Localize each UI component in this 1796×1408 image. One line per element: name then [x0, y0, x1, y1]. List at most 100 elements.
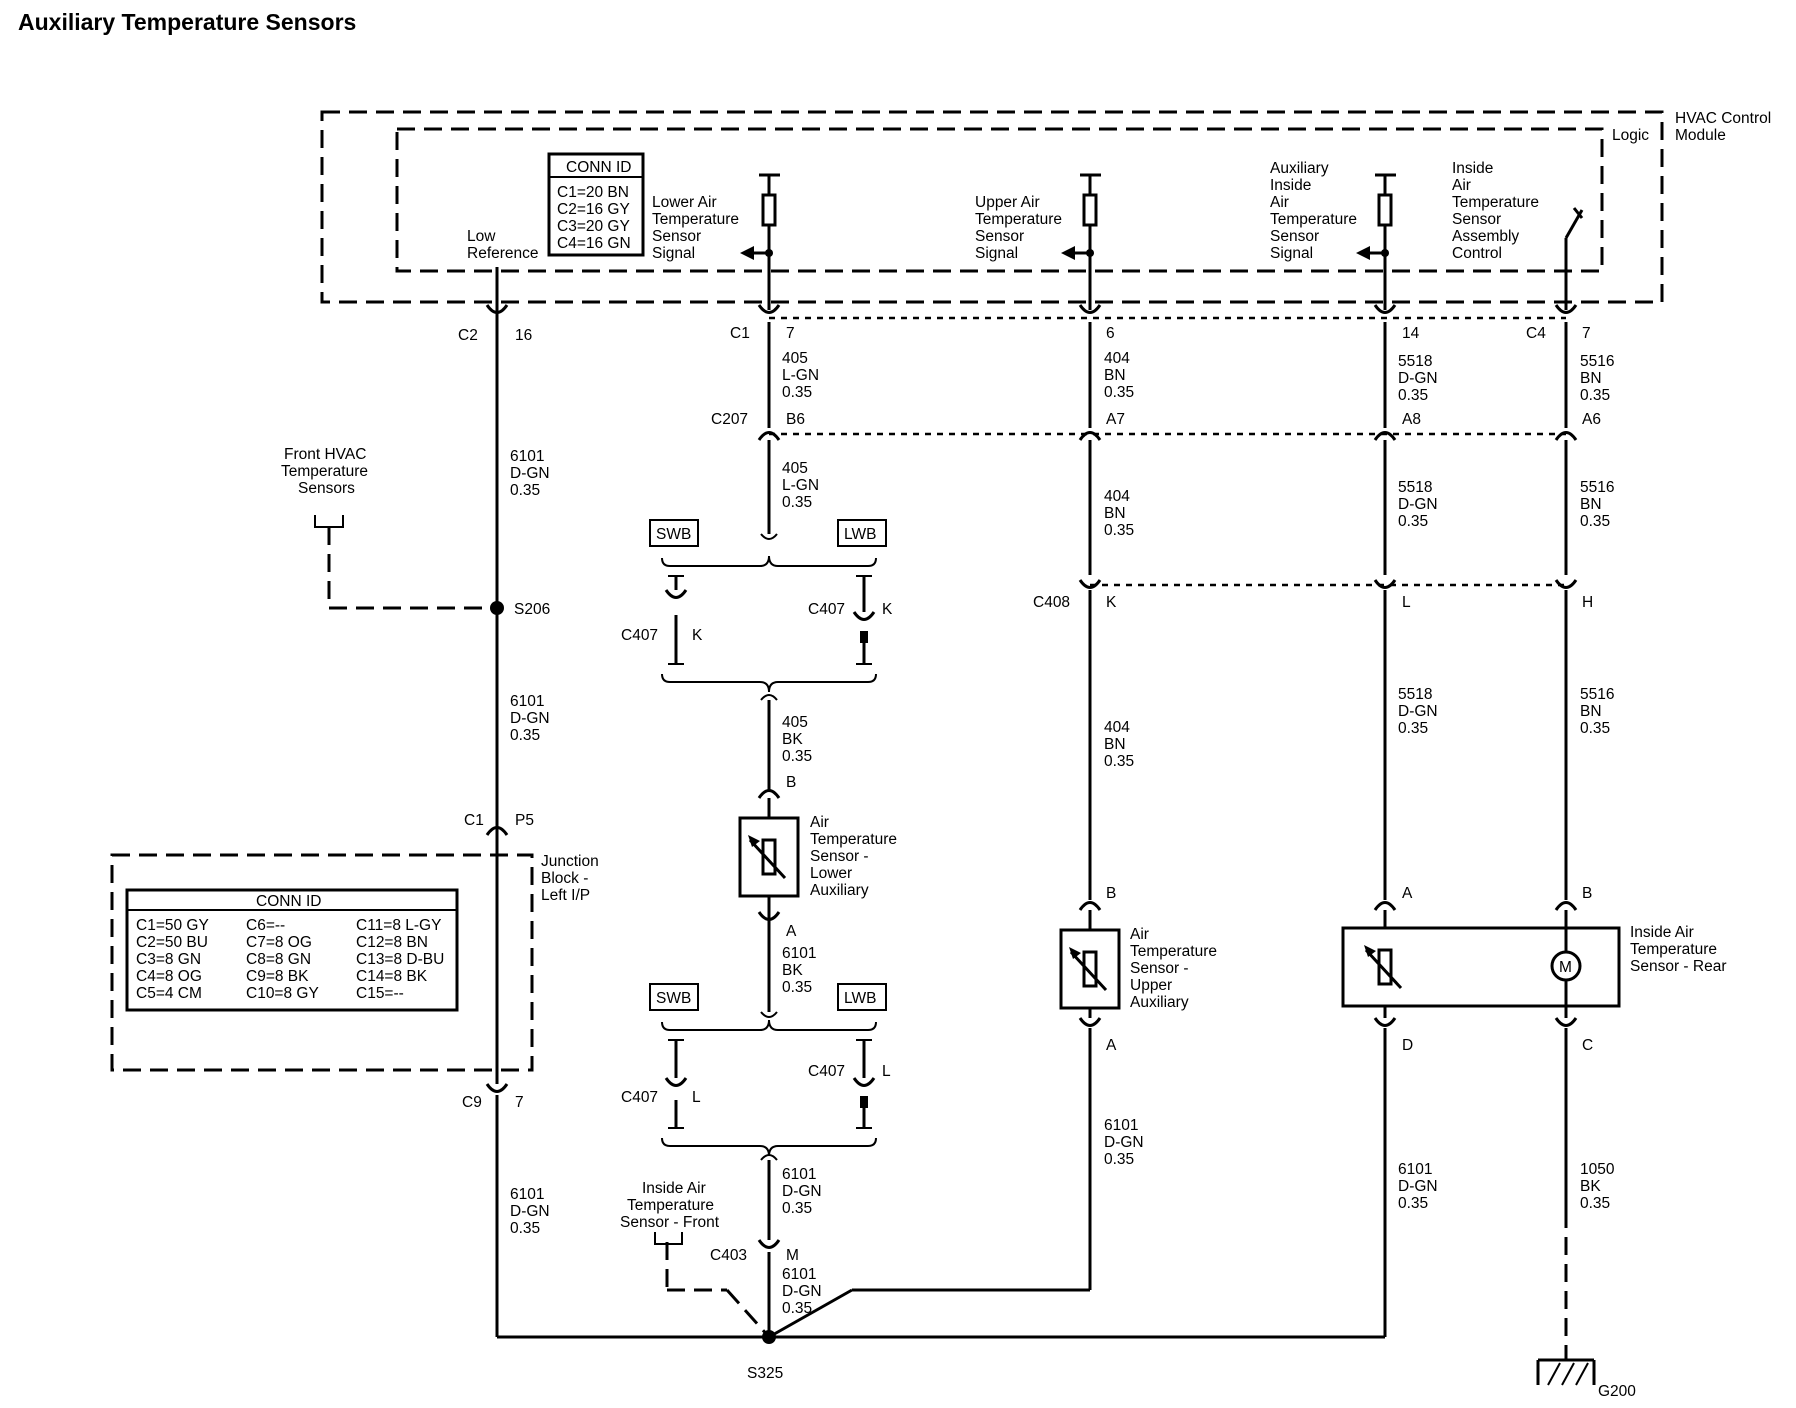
- svg-text:D-GN: D-GN: [1398, 1178, 1438, 1195]
- svg-text:C207: C207: [711, 411, 748, 428]
- svg-text:P5: P5: [515, 812, 534, 829]
- svg-text:6101: 6101: [1398, 1161, 1432, 1178]
- module-conn-id-header: CONN ID: [566, 159, 631, 176]
- svg-text:0.35: 0.35: [1104, 384, 1134, 401]
- svg-text:L: L: [882, 1063, 891, 1080]
- svg-text:C2: C2: [458, 327, 478, 344]
- connector-pins: [485, 304, 1578, 1249]
- svg-text:Signal: Signal: [1270, 245, 1313, 262]
- junction-block-outline: [110, 853, 534, 1072]
- svg-text:C407: C407: [621, 627, 658, 644]
- svg-text:6101: 6101: [510, 693, 544, 710]
- junction-conn-id-header: CONN ID: [256, 893, 321, 910]
- svg-text:0.35: 0.35: [1580, 1195, 1610, 1212]
- svg-text:Assembly: Assembly: [1452, 228, 1519, 245]
- svg-text:L: L: [1402, 594, 1411, 611]
- svg-text:D: D: [1402, 1037, 1413, 1054]
- junction-block-label: Junction Block - Left I/P: [541, 853, 599, 904]
- svg-text:6101: 6101: [782, 945, 816, 962]
- svg-text:16: 16: [515, 327, 532, 344]
- svg-text:0.35: 0.35: [1580, 513, 1610, 530]
- svg-text:H: H: [1582, 594, 1593, 611]
- hvac-module-outline: [320, 110, 1664, 304]
- svg-text:Sensor -: Sensor -: [810, 848, 869, 865]
- svg-text:C12=8 BN: C12=8 BN: [356, 934, 428, 951]
- svg-text:Air: Air: [1452, 177, 1471, 194]
- svg-text:Air: Air: [1270, 194, 1289, 211]
- svg-text:6101: 6101: [510, 448, 544, 465]
- svg-text:Sensor: Sensor: [1452, 211, 1501, 228]
- svg-text:BN: BN: [1580, 703, 1602, 720]
- svg-text:S325: S325: [747, 1365, 783, 1382]
- svg-text:L-GN: L-GN: [782, 477, 819, 494]
- svg-text:7: 7: [1582, 325, 1591, 342]
- svg-text:C5=4 CM: C5=4 CM: [136, 985, 202, 1002]
- svg-text:A8: A8: [1402, 411, 1421, 428]
- svg-text:M: M: [786, 1247, 799, 1264]
- svg-text:C407: C407: [808, 1063, 845, 1080]
- svg-text:C15=--: C15=--: [356, 985, 404, 1002]
- svg-text:6101: 6101: [510, 1186, 544, 1203]
- splice-s206: [490, 601, 504, 615]
- svg-text:D-GN: D-GN: [1104, 1134, 1144, 1151]
- module-internal-circuits: [740, 173, 1584, 310]
- svg-text:Inside: Inside: [1452, 160, 1493, 177]
- svg-text:G200: G200: [1598, 1383, 1636, 1400]
- svg-text:Temperature: Temperature: [810, 831, 897, 848]
- svg-text:Temperature: Temperature: [1130, 943, 1217, 960]
- wires: [327, 267, 1568, 1360]
- svg-text:0.35: 0.35: [782, 1300, 812, 1317]
- svg-text:D-GN: D-GN: [1398, 496, 1438, 513]
- svg-text:Sensor: Sensor: [1270, 228, 1319, 245]
- svg-text:C3=8 GN: C3=8 GN: [136, 951, 201, 968]
- svg-text:Sensor - Rear: Sensor - Rear: [1630, 958, 1726, 975]
- svg-text:SWB: SWB: [656, 990, 691, 1007]
- svg-text:0.35: 0.35: [782, 384, 812, 401]
- inside-air-front-reference: Inside Air Temperature Sensor - Front: [620, 1180, 720, 1245]
- svg-text:C8=8 GN: C8=8 GN: [246, 951, 311, 968]
- svg-text:5518: 5518: [1398, 353, 1432, 370]
- svg-text:A7: A7: [1106, 411, 1125, 428]
- svg-text:B6: B6: [786, 411, 805, 428]
- svg-text:7: 7: [786, 325, 795, 342]
- svg-text:404: 404: [1104, 719, 1130, 736]
- svg-text:14: 14: [1402, 325, 1420, 342]
- svg-text:D-GN: D-GN: [1398, 370, 1438, 387]
- svg-text:C14=8 BK: C14=8 BK: [356, 968, 428, 985]
- svg-text:D-GN: D-GN: [782, 1183, 822, 1200]
- svg-text:0.35: 0.35: [510, 482, 540, 499]
- svg-text:0.35: 0.35: [782, 748, 812, 765]
- svg-text:6101: 6101: [1104, 1117, 1138, 1134]
- svg-text:5516: 5516: [1580, 479, 1614, 496]
- svg-text:A: A: [1106, 1037, 1117, 1054]
- svg-text:L: L: [692, 1089, 701, 1106]
- svg-text:C407: C407: [621, 1089, 658, 1106]
- svg-text:0.35: 0.35: [1580, 720, 1610, 737]
- module-name-line1: HVAC Control: [1675, 110, 1771, 127]
- svg-text:5516: 5516: [1580, 353, 1614, 370]
- svg-text:C1=20 BN: C1=20 BN: [557, 184, 629, 201]
- svg-text:C4=8 OG: C4=8 OG: [136, 968, 202, 985]
- svg-text:B: B: [786, 774, 796, 791]
- svg-text:Air: Air: [810, 814, 829, 831]
- svg-text:C1: C1: [730, 325, 750, 342]
- svg-text:C4: C4: [1526, 325, 1546, 342]
- svg-text:BK: BK: [782, 731, 803, 748]
- lower-aux-label: Air Temperature Sensor - Lower Auxiliary: [810, 814, 897, 899]
- svg-text:Auxiliary: Auxiliary: [1130, 994, 1189, 1011]
- svg-text:5516: 5516: [1580, 686, 1614, 703]
- svg-text:C403: C403: [710, 1247, 747, 1264]
- logic-outline: [395, 127, 1604, 273]
- svg-text:Low: Low: [467, 228, 496, 245]
- svg-text:C9: C9: [462, 1094, 482, 1111]
- svg-text:Lower Air: Lower Air: [652, 194, 717, 211]
- svg-text:0.35: 0.35: [1398, 513, 1428, 530]
- splice-s325: [762, 1330, 776, 1344]
- svg-text:A: A: [1402, 885, 1413, 902]
- connector-shells: [769, 316, 1566, 587]
- svg-text:0.35: 0.35: [1104, 753, 1134, 770]
- svg-text:LWB: LWB: [844, 990, 876, 1007]
- svg-text:404: 404: [1104, 488, 1130, 505]
- svg-text:D-GN: D-GN: [510, 710, 550, 727]
